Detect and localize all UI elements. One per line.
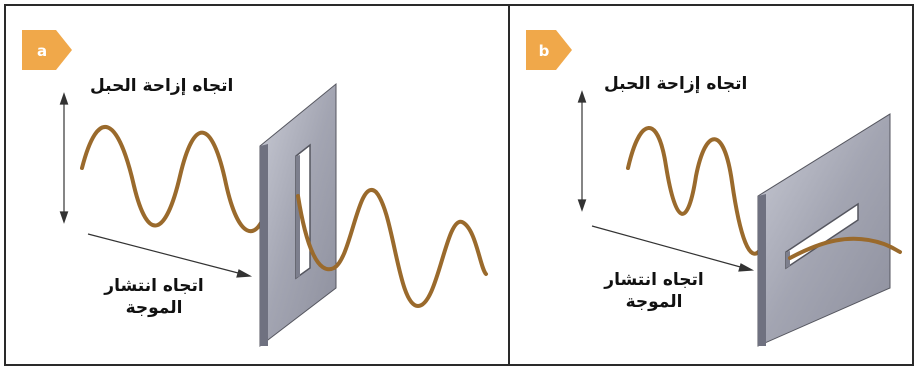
figure-frame: a اتجا bbox=[4, 4, 914, 366]
displacement-label-a: اتجاه إزاحة الحبل bbox=[90, 76, 233, 96]
badge-a-text: a bbox=[37, 42, 47, 60]
rope-wave-blocked bbox=[628, 128, 760, 254]
propagation-arrow-icon bbox=[88, 234, 250, 277]
badge-b-text: b bbox=[539, 42, 550, 60]
displacement-arrow-icon bbox=[579, 92, 586, 210]
badge-b-icon: b bbox=[526, 30, 572, 70]
propagation-label-a-line1: اتجاه انتشار bbox=[94, 276, 214, 296]
displacement-label-b: اتجاه إزاحة الحبل bbox=[604, 74, 747, 94]
displacement-arrow-icon bbox=[61, 94, 68, 222]
panel-b: b اتجا bbox=[508, 6, 914, 364]
badge-a-icon: a bbox=[22, 30, 72, 70]
panel-a-illustration: a bbox=[6, 6, 508, 364]
slit-plate-b bbox=[758, 114, 890, 346]
panel-a: a اتجا bbox=[6, 6, 508, 364]
propagation-label-b-line2: الموجة bbox=[594, 292, 714, 312]
propagation-arrow-icon bbox=[592, 226, 752, 271]
rope-wave-back bbox=[82, 127, 268, 231]
slit-plate-a bbox=[260, 84, 336, 346]
propagation-label-b-line1: اتجاه انتشار bbox=[594, 270, 714, 290]
propagation-label-a-line2: الموجة bbox=[94, 298, 214, 318]
